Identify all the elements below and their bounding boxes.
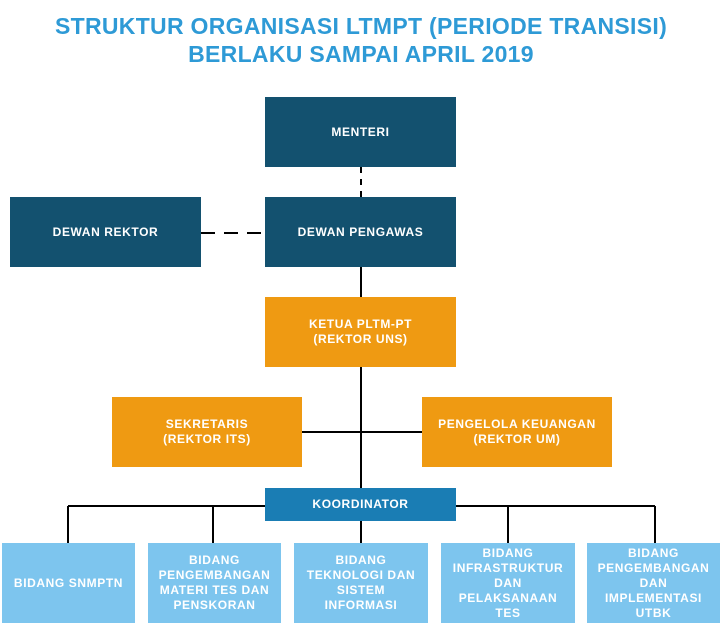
node-dewan-rektor: DEWAN REKTOR	[10, 197, 201, 267]
node-sekretaris: SEKRETARIS (REKTOR ITS)	[112, 397, 302, 467]
node-bidang-utbk: BIDANG PENGEMBANGAN DAN IMPLEMENTASI UTB…	[587, 543, 720, 623]
node-dewan-pengawas: DEWAN PENGAWAS	[265, 197, 456, 267]
chart-title-line-1: STRUKTUR ORGANISASI LTMPT (PERIODE TRANS…	[54, 13, 668, 39]
node-bidang-snmptn: BIDANG SNMPTN	[2, 543, 135, 623]
node-menteri: MENTERI	[265, 97, 456, 167]
node-bidang-teknologi: BIDANG TEKNOLOGI DAN SISTEM INFORMASI	[294, 543, 428, 623]
chart-title-line-2: BERLAKU SAMPAI APRIL 2019	[188, 41, 534, 67]
node-koordinator: KOORDINATOR	[265, 488, 456, 521]
node-bidang-materi-tes: BIDANG PENGEMBANGAN MATERI TES DAN PENSK…	[148, 543, 281, 623]
node-pengelola-keuangan: PENGELOLA KEUANGAN (REKTOR UM)	[422, 397, 612, 467]
node-bidang-infrastruktur: BIDANG INFRASTRUKTUR DAN PELAKSANAAN TES	[441, 543, 575, 623]
node-ketua: KETUA PLTM-PT (REKTOR UNS)	[265, 297, 456, 367]
